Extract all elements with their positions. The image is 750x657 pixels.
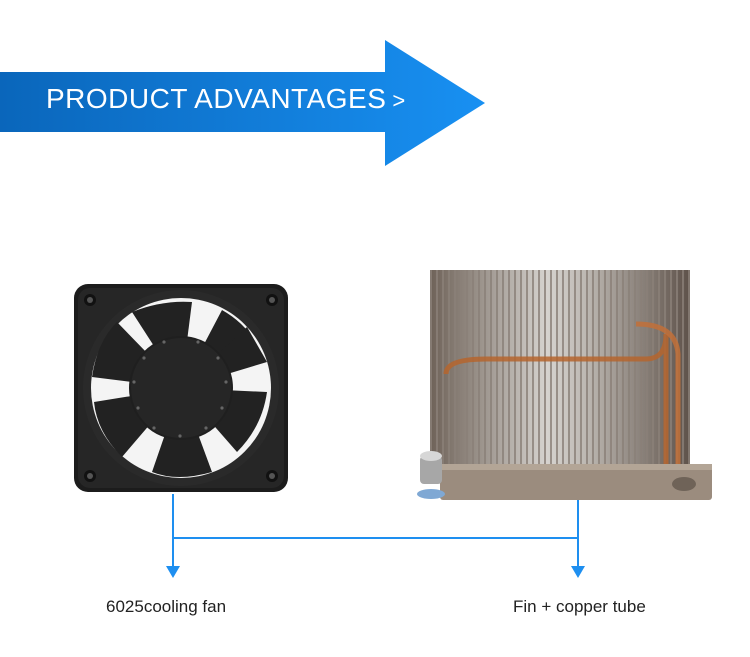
arrow-down-icon bbox=[166, 566, 180, 578]
banner-arrow-icon bbox=[0, 40, 485, 166]
banner-title-text: PRODUCT ADVANTAGES bbox=[46, 83, 387, 114]
heatsink-image bbox=[406, 264, 712, 512]
banner-title: PRODUCT ADVANTAGES> bbox=[46, 83, 406, 115]
arrow-down-icon bbox=[571, 566, 585, 578]
fan-label: 6025cooling fan bbox=[106, 597, 227, 616]
section-banner: PRODUCT ADVANTAGES> bbox=[0, 40, 490, 166]
cooling-fan-image bbox=[72, 282, 290, 494]
chevron-right-icon: > bbox=[392, 88, 406, 113]
heatsink-label: Fin + copper tube bbox=[513, 597, 646, 616]
